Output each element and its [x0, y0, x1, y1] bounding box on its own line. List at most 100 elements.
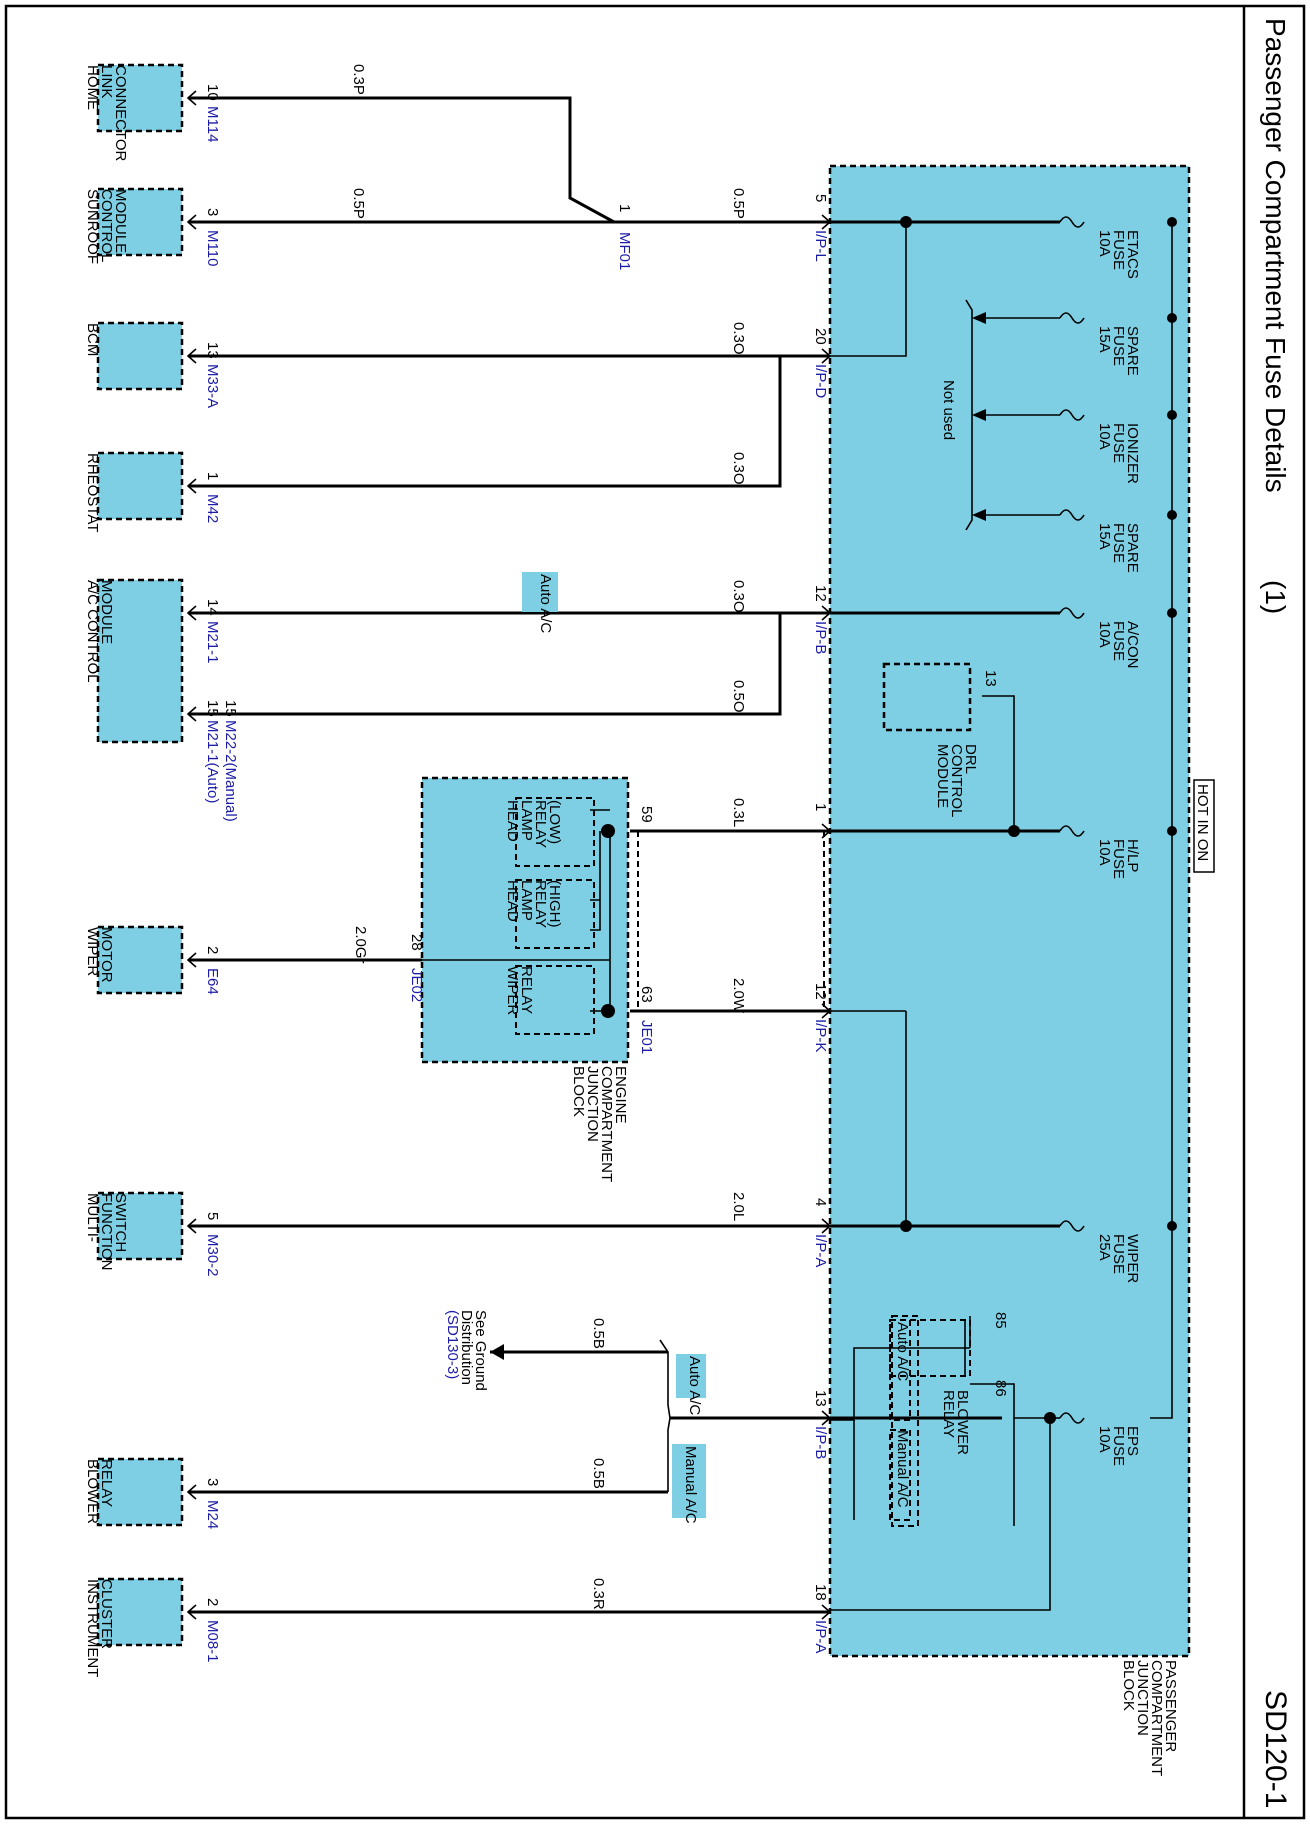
- svg-text:Distribution: Distribution: [458, 1310, 475, 1385]
- wire-gauge-label: 0.5P: [730, 188, 747, 219]
- pcjb-blower-relay: BLOWER RELAY: [940, 1390, 971, 1455]
- pcjb-pin-number: 12: [812, 983, 829, 1000]
- wire-gauge-label: 2.0L: [730, 1192, 747, 1221]
- component-connector: M110: [204, 230, 221, 266]
- svg-text:BLOCK: BLOCK: [1120, 1660, 1137, 1711]
- pcjb-pin-number: 1: [812, 803, 829, 811]
- wire-gauge-label: 0.3O: [730, 580, 747, 613]
- svg-text:FUSE: FUSE: [1110, 1426, 1127, 1466]
- fuse-symbol: [1059, 1220, 1085, 1232]
- pcjb-connector: I/P-A: [812, 1620, 829, 1653]
- wire-gauge-label: 0.3R: [590, 1578, 607, 1610]
- component-connector: M24: [204, 1500, 221, 1529]
- auto-ac-tag: Auto A/C: [537, 574, 554, 633]
- component-pin: 3: [204, 1478, 221, 1486]
- svg-text:IONIZER: IONIZER: [1124, 423, 1141, 484]
- ecjb-pin-59: 59: [638, 806, 655, 823]
- svg-text:FUSE: FUSE: [1110, 230, 1127, 270]
- svg-text:RELAY: RELAY: [518, 966, 535, 1014]
- svg-text:SPARE: SPARE: [1124, 326, 1141, 376]
- component-connector: M114: [204, 106, 221, 142]
- wire-gauge-label: 0.3L: [730, 798, 747, 827]
- svg-text:15A: 15A: [1096, 326, 1113, 353]
- svg-text:LAMP: LAMP: [518, 880, 535, 921]
- svg-text:RELAY: RELAY: [940, 1390, 957, 1438]
- fuse-symbol: [1059, 216, 1085, 228]
- svg-text:FUSE: FUSE: [1110, 839, 1127, 879]
- svg-text:MOTOR: MOTOR: [98, 927, 115, 983]
- svg-text:SUNROOF: SUNROOF: [84, 189, 101, 264]
- svg-text:HEAD: HEAD: [504, 880, 521, 922]
- svg-text:JUNCTION: JUNCTION: [1134, 1660, 1151, 1736]
- svg-text:EPS: EPS: [1124, 1426, 1141, 1456]
- component-pin: 14: [204, 599, 221, 616]
- ecjb-name: ENGINE COMPARTMENT JUNCTION BLOCK: [570, 1066, 629, 1182]
- fuse-symbol: [1059, 825, 1085, 837]
- ecjb-conn-je02: JE02: [408, 968, 425, 1002]
- page-title: Passenger Compartment Fuse Details: [1260, 18, 1291, 493]
- pcjb-connector: I/P-B: [812, 621, 829, 654]
- svg-text:FUSE: FUSE: [1110, 621, 1127, 661]
- svg-text:SWITCH: SWITCH: [112, 1193, 129, 1252]
- manual-ac-tag: Manual A/C: [682, 1446, 699, 1524]
- fuse-symbol: [1059, 312, 1085, 324]
- component-pin: 13: [204, 342, 221, 359]
- component-conn-manual: M22-2(Manual): [222, 720, 239, 822]
- component-pin: 10: [204, 84, 221, 101]
- svg-text:CONTROL: CONTROL: [98, 189, 115, 262]
- wire-gauge-label: 0.3O: [730, 452, 747, 485]
- svg-text:10A: 10A: [1096, 230, 1113, 257]
- svg-text:DRL: DRL: [962, 744, 979, 774]
- wire-gauge-label: 0.5B: [590, 1458, 607, 1489]
- svg-text:HOME: HOME: [84, 65, 101, 110]
- pin-chevron: [821, 1218, 832, 1234]
- pcjb-pin-number: 18: [812, 1584, 829, 1601]
- wire-gauge-label: 2.0Gr: [352, 926, 369, 964]
- fuse-symbol: [1059, 1412, 1085, 1424]
- pin-chevron: [821, 1003, 832, 1019]
- component-pin: 1: [204, 472, 221, 480]
- component-connector: M08-1: [204, 1620, 221, 1663]
- svg-text:BCM: BCM: [84, 323, 101, 356]
- pcjb-name: PASSENGER COMPARTMENT JUNCTION BLOCK: [1120, 1660, 1179, 1776]
- svg-text:H/LP: H/LP: [1124, 839, 1141, 872]
- svg-text:10A: 10A: [1096, 839, 1113, 866]
- svg-text:RELAY: RELAY: [532, 800, 549, 848]
- svg-text:RELAY: RELAY: [98, 1459, 115, 1507]
- ecjb-pin-63: 63: [638, 986, 655, 1003]
- wire-gauge-label: 0.5P: [350, 188, 367, 219]
- svg-text:10A: 10A: [1096, 621, 1113, 648]
- svg-text:10A: 10A: [1096, 423, 1113, 450]
- fuse-symbol: [1059, 607, 1085, 619]
- component-pin-2: 15: [204, 700, 221, 717]
- auto-ac-tag-2: Auto A/C: [686, 1356, 703, 1415]
- component-connector: E64: [204, 968, 221, 995]
- svg-text:A/CON: A/CON: [1124, 621, 1141, 669]
- pcjb-pin-number: 5: [812, 194, 829, 202]
- component-pin: 5: [204, 1212, 221, 1220]
- blower-manual-label: Manual A/C: [894, 1430, 911, 1508]
- wire-gauge-label: 0.3O: [730, 322, 747, 355]
- pin-chevron: [821, 1604, 832, 1620]
- ground-reference: See Ground Distribution (SD130-3): [444, 1310, 489, 1391]
- svg-text:BLOCK: BLOCK: [570, 1066, 587, 1117]
- svg-text:CLUSTER: CLUSTER: [98, 1579, 115, 1649]
- drl-control-module: DRL CONTROL MODULE: [934, 744, 979, 817]
- svg-text:PASSENGER: PASSENGER: [1162, 1660, 1179, 1752]
- svg-text:BLOWER: BLOWER: [954, 1390, 971, 1455]
- svg-text:RHEOSTAT: RHEOSTAT: [84, 453, 101, 532]
